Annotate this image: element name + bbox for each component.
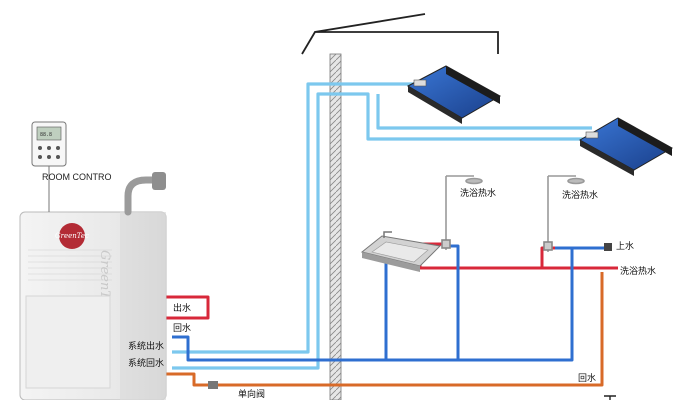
supply-tap-icon [604, 243, 612, 251]
label-outlet-water: 出水 [173, 302, 191, 314]
room-controller-label: ROOM CONTRO [42, 172, 112, 182]
sink [360, 231, 442, 272]
brand-logo-text: GreenTec [55, 232, 89, 240]
shower-2 [543, 175, 585, 252]
label-supply-water: 上水 [616, 240, 634, 252]
room-controller-screen [36, 126, 62, 141]
label-check-valve: 单向阀 [238, 388, 265, 400]
check-valve-return-pipe [166, 272, 604, 387]
shower-1 [441, 175, 483, 250]
heat-pump-outlet-pipe [166, 295, 210, 320]
cold-return-pipe [172, 248, 574, 362]
fan-coil-unit-2 [578, 117, 674, 176]
heat-pump-fan-grille [25, 295, 111, 389]
roof-line [301, 13, 499, 55]
heat-pump-vent [28, 249, 112, 281]
system-pipes [172, 82, 592, 370]
wall [329, 53, 342, 400]
exhaust-pipe-icon [124, 176, 160, 216]
fan-coil-1-valve-icon [413, 79, 427, 87]
heat-pump-unit: GreenTec GreenTec [19, 172, 167, 400]
label-hot-water-1: 洗浴热水 [460, 187, 496, 199]
shower-1-head-icon [465, 177, 483, 185]
heat-pump-side-panel [120, 212, 166, 400]
fan-coil-2-supply-pipe [376, 94, 592, 130]
check-valve-icon [208, 381, 218, 389]
room-controller: 88.8 [31, 121, 67, 212]
label-hot-water-right: 洗浴热水 [620, 265, 656, 277]
sink-faucet-icon [383, 231, 392, 238]
fan-coil-2-valve-icon [585, 131, 599, 139]
system-return-pipe [172, 92, 584, 370]
bottom-fixture-icon [604, 395, 616, 400]
svg-text:88.8: 88.8 [40, 132, 52, 138]
label-return-water: 回水 [173, 322, 191, 334]
label-return-water-bottom: 回水 [578, 372, 596, 384]
shower-1-cold-pipe [446, 244, 460, 360]
brand-logo-icon [59, 223, 85, 249]
system-outlet-pipe [172, 82, 418, 354]
room-controller-buttons [38, 146, 60, 159]
exhaust-cap [152, 172, 166, 190]
label-system-return: 系统回水 [128, 357, 164, 369]
label-system-outlet: 系统出水 [128, 340, 164, 352]
label-hot-water-2: 洗浴热水 [562, 189, 598, 201]
shower-2-head-icon [567, 177, 585, 185]
fan-coil-unit-1 [406, 65, 502, 124]
